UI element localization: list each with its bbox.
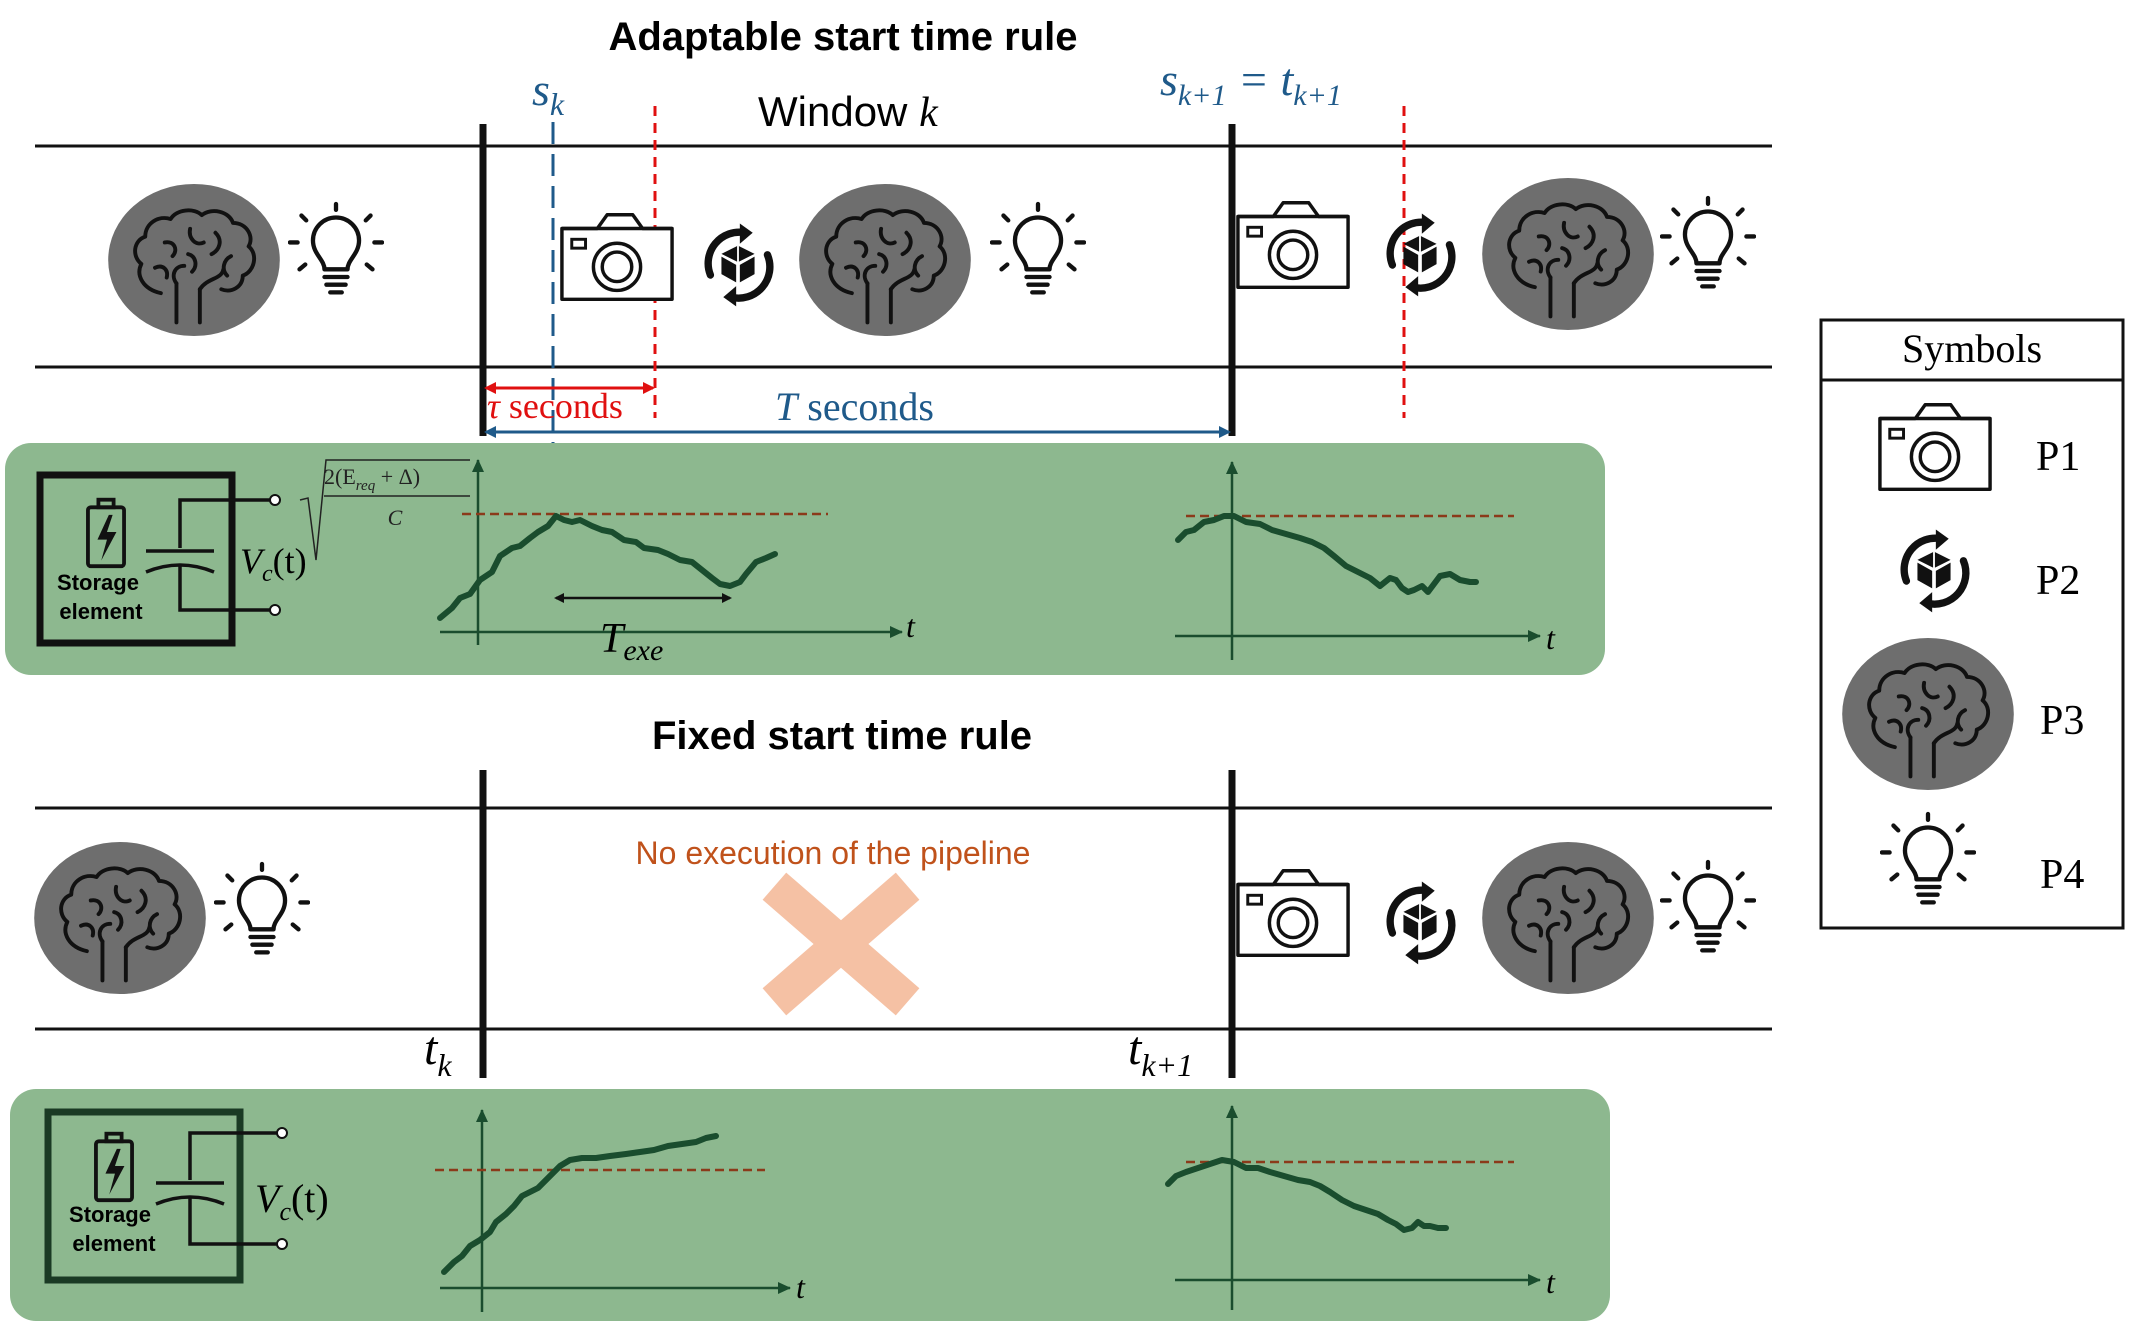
lightbulb-icon (1662, 198, 1754, 286)
camera-icon (1878, 402, 1992, 492)
package-cycle-icon (1390, 214, 1452, 297)
tau-label: τ seconds (487, 386, 623, 426)
brain-icon (1840, 636, 2016, 792)
package-cycle-icon (1390, 882, 1452, 965)
tk-label: tk (424, 1022, 452, 1083)
voltage-chart-fixed-window-k: t (435, 1109, 806, 1312)
symbols-legend: Symbols P1 P2 P3 P4 (1819, 318, 2125, 930)
no-execution-label: No execution of the pipeline (636, 835, 1031, 871)
brain-icon (797, 182, 973, 338)
formula-denominator: C (388, 505, 403, 530)
lightbulb-icon (216, 864, 308, 952)
vc-label: Vc(t) (240, 541, 307, 587)
brain-icon (106, 182, 282, 338)
sk-label: sk (532, 64, 565, 122)
legend-label-p3: P3 (2040, 698, 2084, 744)
storage-label-line2: element (59, 599, 143, 624)
window-k-label: Window k (758, 88, 939, 136)
storage-label-line1: Storage (57, 570, 139, 595)
cross-icon (762, 872, 920, 1016)
time-axis-label: t (1546, 620, 1556, 656)
legend-label-p2: P2 (2036, 558, 2080, 604)
fixed-title: Fixed start time rule (652, 714, 1032, 758)
T-label: T seconds (775, 384, 934, 429)
tk1-label: tk+1 (1128, 1022, 1193, 1083)
voltage-chart-adaptable-window-k1: t (1175, 461, 1556, 660)
brain-icon (1480, 840, 1656, 996)
camera-icon (1236, 868, 1350, 958)
energy-panel-adaptable (5, 443, 1605, 675)
camera-icon (1236, 200, 1350, 290)
storage-label-line2: element (72, 1231, 156, 1256)
formula-numerator: 2(Ereq + Δ) (324, 464, 420, 494)
package-cycle-icon (708, 224, 770, 307)
time-axis-label: t (796, 1269, 806, 1305)
threshold-formula: 2(Ereq + Δ) C (299, 459, 470, 561)
vc-label: Vc(t) (255, 1176, 329, 1226)
legend-label-p4: P4 (2040, 852, 2084, 898)
lightbulb-icon (1662, 862, 1754, 950)
legend-title: Symbols (1902, 326, 2042, 371)
texe-label: Texe (600, 616, 663, 667)
energy-panel-fixed (10, 1089, 1610, 1321)
voltage-chart-fixed-window-k1: t (1165, 1105, 1556, 1310)
camera-icon (560, 212, 674, 302)
brain-icon (32, 840, 208, 996)
lightbulb-icon (992, 204, 1084, 292)
voltage-chart-adaptable-window-k: Texe t (437, 459, 916, 667)
storage-circuit-fixed: Storage element Vc(t) (44, 1108, 329, 1284)
time-axis-label: t (1546, 1264, 1556, 1300)
time-axis-label: t (906, 608, 916, 644)
sk1-equals-tk1-label: sk+1 = tk+1 (1160, 54, 1342, 112)
storage-label-line1: Storage (69, 1202, 151, 1227)
storage-circuit-adaptable: Storage element Vc(t) (36, 471, 307, 647)
lightbulb-icon (290, 204, 382, 292)
adaptable-title: Adaptable start time rule (608, 15, 1077, 59)
legend-label-p1: P1 (2036, 434, 2080, 480)
brain-icon (1480, 176, 1656, 332)
